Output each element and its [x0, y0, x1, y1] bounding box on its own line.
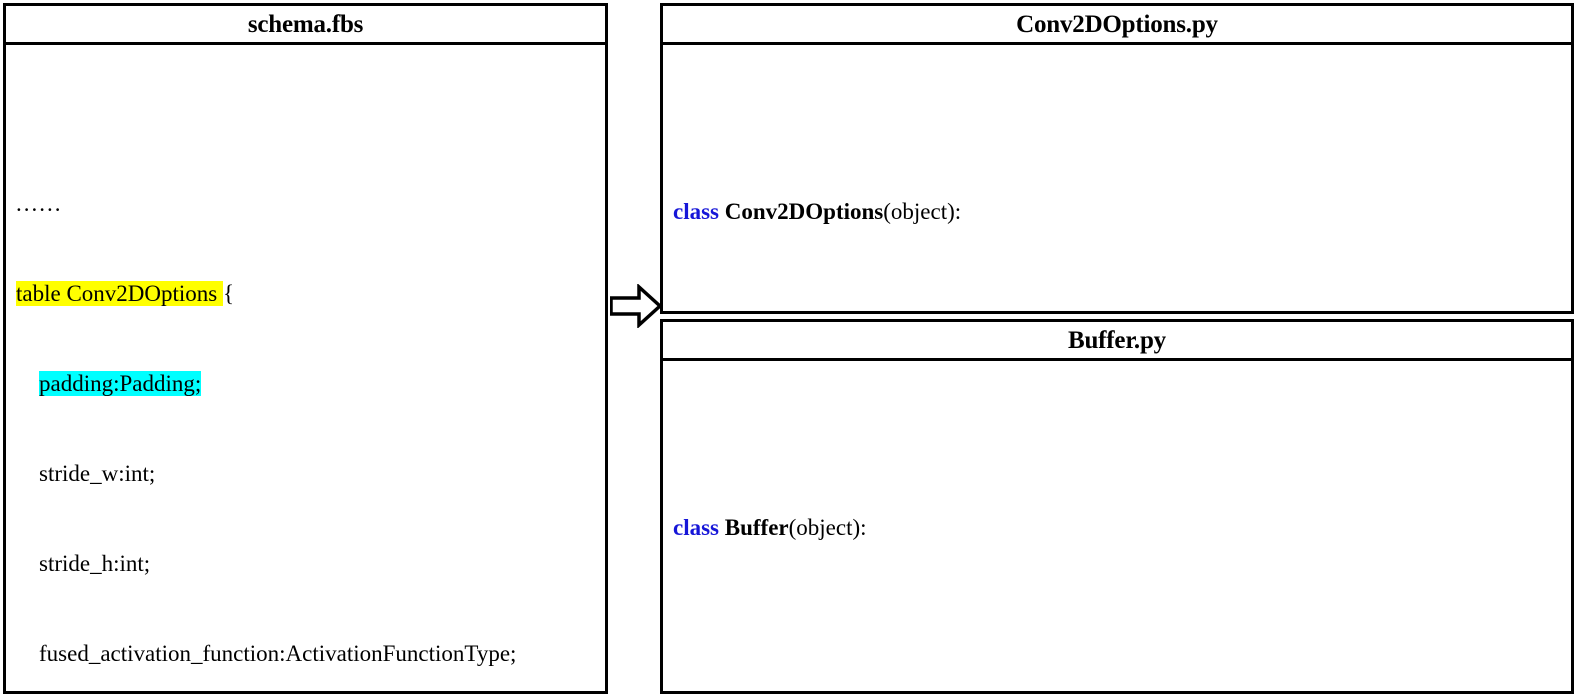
code-line-class: class Conv2DOptions(object): — [663, 197, 1571, 227]
panel-conv2doptions-py: Conv2DOptions.py class Conv2DOptions(obj… — [660, 3, 1574, 314]
code-line: ...... — [6, 189, 605, 219]
class-name: Buffer — [724, 515, 789, 540]
spacer — [663, 287, 1571, 301]
code-line: stride_h:int; — [16, 551, 151, 576]
code-line: stride_w:int; — [16, 461, 156, 486]
code-line-ellipsis: ...... — [663, 677, 1571, 691]
panel-schema-fbs: schema.fbs ...... table Conv2DOptions { … — [3, 3, 608, 694]
panel-buffer-header: Buffer.py — [663, 322, 1571, 361]
panel-schema-title: schema.fbs — [247, 10, 364, 38]
panel-buffer-title: Buffer.py — [1068, 326, 1166, 354]
panel-buffer-body: class Buffer(object): ...... def Data(se… — [663, 361, 1571, 691]
brace-open: { — [223, 281, 235, 306]
keyword-class: class — [673, 199, 719, 224]
spacer — [663, 603, 1571, 617]
code-line: table Conv2DOptions { — [6, 279, 605, 309]
panel-schema-body: ...... table Conv2DOptions { padding:Pad… — [6, 45, 605, 691]
class-args: (object): — [788, 515, 867, 540]
panel-conv2doptions-title: Conv2DOptions.py — [1016, 10, 1218, 38]
highlight-padding-field: padding:Padding; — [39, 371, 202, 396]
panel-conv2doptions-header: Conv2DOptions.py — [663, 6, 1571, 45]
right-block-arrow-icon — [610, 284, 662, 328]
code-line: padding:Padding; — [6, 369, 605, 399]
spacer — [663, 115, 1571, 137]
panel-conv2doptions-body: class Conv2DOptions(object): ...... def … — [663, 45, 1571, 311]
highlight-table-conv2doptions: table Conv2DOptions — [16, 281, 223, 306]
class-args: (object): — [883, 199, 962, 224]
transform-arrow — [610, 284, 662, 328]
panel-buffer-py: Buffer.py class Buffer(object): ...... d… — [660, 319, 1574, 694]
class-name: Conv2DOptions — [724, 199, 884, 224]
ellipsis-text: ...... — [16, 191, 63, 216]
spacer — [6, 115, 605, 129]
code-line-class: class Buffer(object): — [663, 513, 1571, 543]
ellipsis-text: ...... — [685, 679, 732, 691]
panel-schema-header: schema.fbs — [6, 6, 605, 45]
spacer — [663, 431, 1571, 453]
code-line: fused_activation_function:ActivationFunc… — [16, 641, 517, 666]
keyword-class: class — [673, 515, 719, 540]
